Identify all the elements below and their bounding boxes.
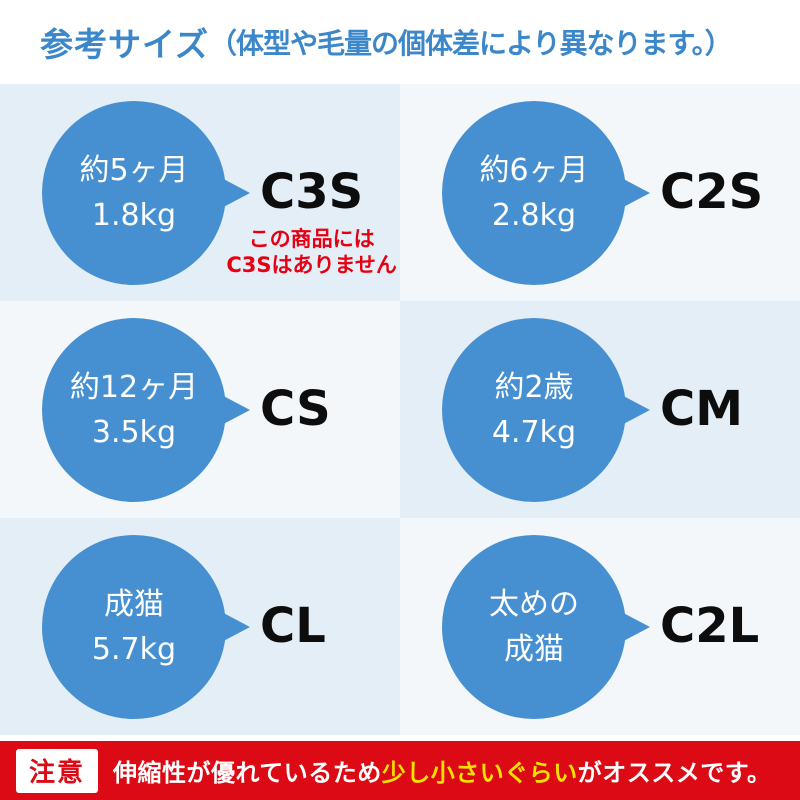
notice-text: 伸縮性が優れているため少し小さいぐらいがオススメです。 <box>113 753 771 788</box>
size-label-c3s: C3S <box>260 164 364 221</box>
bubble-weight: 2.8kg <box>491 197 577 233</box>
size-bubble-c3s: 約5ヶ月 1.8kg <box>42 100 250 285</box>
size-bubble-cs: 約12ヶ月 3.5kg <box>42 317 250 502</box>
note-line-1: この商品には <box>248 226 375 251</box>
speech-tail-icon <box>614 607 650 646</box>
bubble-weight: 4.7kg <box>491 414 577 450</box>
bubble-age: 約5ヶ月 <box>79 152 189 188</box>
bubble-age: 成猫 <box>104 586 164 622</box>
size-cell-c2l: 太めの 成猫 C2L <box>400 518 800 735</box>
size-label-c2l: C2L <box>660 598 760 655</box>
size-bubble-cl: 成猫 5.7kg <box>42 534 250 719</box>
speech-tail-icon <box>214 173 250 212</box>
page-header: 参考サイズ（体型や毛量の個体差により異なります。） <box>0 0 800 84</box>
size-unavailable-note: この商品には C3Sはありません <box>226 226 397 278</box>
size-label-c2s: C2S <box>660 164 764 221</box>
size-cell-c3s: 約5ヶ月 1.8kg C3S この商品には C3Sはありません <box>0 84 400 301</box>
size-label-wrap: C3S この商品には C3Sはありません <box>226 164 397 277</box>
size-label-wrap: CM <box>660 383 743 436</box>
size-label-cl: CL <box>260 598 326 655</box>
size-label-cm: CM <box>660 381 743 438</box>
speech-tail-icon <box>214 607 250 646</box>
notice-text-after: がオススメです。 <box>577 759 772 787</box>
size-grid: 約5ヶ月 1.8kg C3S この商品には C3Sはありません 約6ヶ月 2.8… <box>0 84 800 735</box>
bubble-body-type: 太めの <box>489 586 579 622</box>
page-title: 参考サイズ <box>40 25 210 64</box>
bubble-weight: 5.7kg <box>91 631 177 667</box>
speech-tail-icon <box>214 390 250 429</box>
page-subtitle: （体型や毛量の個体差により異なります。） <box>209 27 733 60</box>
bubble-body-type-2: 成猫 <box>504 631 564 667</box>
size-label-wrap: C2S <box>660 166 763 219</box>
bubble-weight: 3.5kg <box>91 414 177 450</box>
bubble-age: 約2歳 <box>494 369 574 405</box>
size-cell-c2s: 約6ヶ月 2.8kg C2S <box>400 84 800 301</box>
bubble-weight: 1.8kg <box>91 197 177 233</box>
size-label-wrap: C2L <box>660 600 759 653</box>
divider <box>0 735 800 741</box>
size-bubble-c2s: 約6ヶ月 2.8kg <box>442 100 650 285</box>
notice-text-before: 伸縮性が優れているため <box>113 759 382 787</box>
speech-tail-icon <box>614 390 650 429</box>
size-bubble-cm: 約2歳 4.7kg <box>442 317 650 502</box>
notice-text-highlight: 少し小さいぐらい <box>381 759 578 787</box>
bubble-age: 約12ヶ月 <box>69 369 199 405</box>
size-cell-cm: 約2歳 4.7kg CM <box>400 301 800 518</box>
size-bubble-c2l: 太めの 成猫 <box>442 534 650 719</box>
size-label-wrap: CS <box>260 383 331 436</box>
note-line-2: C3Sはありません <box>226 252 397 277</box>
size-label-wrap: CL <box>260 600 326 653</box>
size-cell-cl: 成猫 5.7kg CL <box>0 518 400 735</box>
speech-tail-icon <box>614 173 650 212</box>
notice-banner: 注意 伸縮性が優れているため少し小さいぐらいがオススメです。 <box>0 741 800 800</box>
notice-badge: 注意 <box>16 748 99 793</box>
bubble-age: 約6ヶ月 <box>479 152 589 188</box>
size-cell-cs: 約12ヶ月 3.5kg CS <box>0 301 400 518</box>
size-label-cs: CS <box>260 381 331 438</box>
